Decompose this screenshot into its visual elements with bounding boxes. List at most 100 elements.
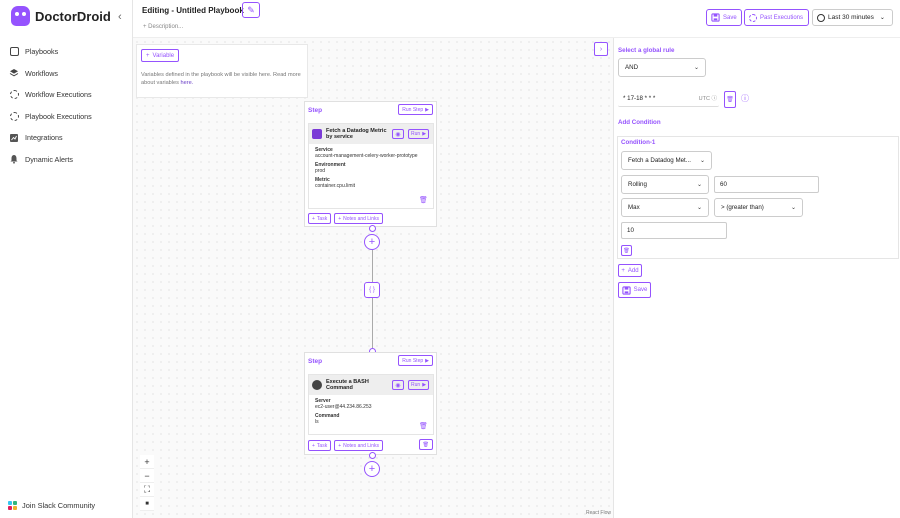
- task-title: Execute a BASH Command: [326, 378, 369, 392]
- save-button[interactable]: Save: [706, 9, 742, 26]
- notes-links-button[interactable]: +Notes and Links: [334, 440, 383, 451]
- variables-help-link[interactable]: here.: [180, 80, 194, 86]
- zoom-controls: + − ⛶ ■: [140, 455, 154, 511]
- condition-node[interactable]: { }: [364, 282, 380, 298]
- run-step-label: Run Step: [402, 106, 424, 113]
- step-footer: +Task +Notes and Links: [308, 213, 383, 224]
- sidebar-item-integrations[interactable]: Integrations: [0, 127, 133, 149]
- zoom-in-button[interactable]: +: [140, 455, 154, 469]
- layers-icon: [9, 68, 19, 78]
- step-node[interactable]: Step Run Step ▶ Fetch a Datadog Metric b…: [304, 101, 437, 227]
- delete-step-button[interactable]: 🗑: [418, 439, 433, 450]
- condition-title: Condition-1: [621, 139, 656, 146]
- fit-view-button[interactable]: ⛶: [140, 483, 154, 497]
- sidebar-item-playbook-executions[interactable]: Playbook Executions: [0, 106, 133, 128]
- edge: [372, 298, 373, 348]
- add-variable-button[interactable]: + Variable: [141, 49, 180, 62]
- logo-text: DoctorDroid: [35, 8, 111, 24]
- function-select[interactable]: Max ⌄: [621, 198, 709, 217]
- threshold-input[interactable]: 10: [621, 222, 727, 239]
- cron-value: * 17-18 * * *: [623, 94, 656, 102]
- cron-input[interactable]: * 17-18 * * * UTC ⓘ: [618, 90, 719, 107]
- add-task-button[interactable]: +Task: [308, 213, 332, 224]
- join-slack-link[interactable]: Join Slack Community: [8, 501, 95, 510]
- logo[interactable]: DoctorDroid: [11, 6, 111, 26]
- connector-handle[interactable]: [369, 225, 376, 232]
- sidebar-item-label: Workflow Executions: [25, 90, 92, 100]
- variables-help: Variables defined in the playbook will b…: [141, 71, 307, 87]
- lock-button[interactable]: ■: [140, 497, 154, 511]
- field-key: Command: [315, 413, 340, 419]
- edit-title-button[interactable]: ✎: [242, 2, 260, 18]
- run-step-button[interactable]: Run Step ▶: [398, 355, 433, 366]
- delete-condition-button[interactable]: 🗑: [621, 245, 632, 256]
- task-select[interactable]: Fetch a Datadog Met... ⌄: [621, 151, 712, 170]
- playbooks-icon: [9, 47, 19, 57]
- time-range-select[interactable]: Last 30 minutes ⌄: [812, 9, 893, 26]
- save-rule-button[interactable]: Save: [618, 282, 651, 298]
- add-step-button[interactable]: +: [364, 234, 380, 250]
- add-task-button[interactable]: +Task: [308, 440, 332, 451]
- task-fields: Server ec2-user@44.234.86.253 Command ls: [309, 398, 433, 425]
- collapse-sidebar-icon[interactable]: ‹: [118, 11, 122, 23]
- trash-icon: 🗑: [623, 247, 630, 254]
- task-card-header: Fetch a Datadog Metric by service ◉ Run …: [309, 124, 433, 144]
- field-value: ec2-user@44.234.86.253: [315, 404, 372, 410]
- step-label: Step: [308, 358, 323, 365]
- chevron-down-icon: ⌄: [693, 65, 699, 71]
- pencil-icon: ✎: [247, 4, 255, 15]
- execution-icon: [9, 111, 19, 121]
- flow-canvas[interactable]: + Variable Variables defined in the play…: [133, 38, 613, 518]
- sidebar-item-workflow-executions[interactable]: Workflow Executions: [0, 84, 133, 106]
- lock-icon: ■: [145, 500, 149, 507]
- delete-cron-button[interactable]: 🗑: [724, 91, 736, 108]
- run-task-button[interactable]: Run ▶: [408, 380, 430, 390]
- integrations-icon: [9, 133, 19, 143]
- operator-select[interactable]: > (greater than) ⌄: [714, 198, 803, 217]
- add-condition-button[interactable]: + Add: [618, 264, 642, 277]
- field-key: Server: [315, 398, 331, 404]
- react-flow-attribution[interactable]: React Flow: [585, 510, 611, 516]
- sidebar-item-playbooks[interactable]: Playbooks: [0, 41, 133, 63]
- task-card[interactable]: Execute a BASH Command ◉ Run ▶ Server ec…: [308, 374, 434, 435]
- execution-icon: [9, 90, 19, 100]
- step-node[interactable]: Step Run Step ▶ Execute a BASH Command ◉…: [304, 352, 437, 455]
- task-button-label: Task: [316, 215, 328, 222]
- sidebar-nav: Playbooks Workflows Workflow Executions …: [0, 41, 133, 170]
- step-footer: +Task +Notes and Links: [308, 440, 383, 451]
- window-type-select[interactable]: Rolling ⌄: [621, 175, 709, 194]
- window-type-value: Rolling: [628, 181, 647, 188]
- doctordroid-logo-icon: [11, 6, 30, 26]
- eye-icon[interactable]: ◉: [392, 129, 404, 139]
- sidebar-item-label: Playbooks: [25, 47, 59, 57]
- zoom-out-button[interactable]: −: [140, 469, 154, 483]
- page-title: Editing - Untitled Playbook: [142, 6, 244, 15]
- field-key: Service: [315, 147, 333, 153]
- task-card[interactable]: Fetch a Datadog Metric by service ◉ Run …: [308, 123, 434, 209]
- run-task-button[interactable]: Run ▶: [408, 129, 430, 139]
- description-input[interactable]: + Description...: [143, 24, 184, 30]
- expand-panel-button[interactable]: ›: [594, 42, 608, 56]
- eye-icon[interactable]: ◉: [392, 380, 404, 390]
- add-condition-link[interactable]: Add Condition: [618, 119, 661, 126]
- past-executions-button[interactable]: Past Executions: [744, 9, 809, 26]
- run-step-button[interactable]: Run Step ▶: [398, 104, 433, 115]
- connector-handle[interactable]: [369, 452, 376, 459]
- play-icon: ▶: [425, 106, 429, 113]
- task-card-header: Execute a BASH Command ◉ Run ▶: [309, 375, 433, 395]
- trash-icon[interactable]: 🗑: [419, 423, 428, 430]
- field-value: account-management-celery-worker-prototy…: [315, 153, 418, 159]
- sidebar-item-workflows[interactable]: Workflows: [0, 63, 133, 85]
- sidebar-item-dynamic-alerts[interactable]: Dynamic Alerts: [0, 149, 133, 171]
- info-icon[interactable]: ⓘ: [741, 94, 749, 103]
- field-key: Metric: [315, 177, 330, 183]
- clock-icon: [817, 13, 825, 22]
- save-label: Save: [633, 287, 648, 293]
- notes-links-button[interactable]: +Notes and Links: [334, 213, 383, 224]
- window-value-input[interactable]: 60: [714, 176, 819, 193]
- notes-button-label: Notes and Links: [343, 442, 379, 449]
- add-step-button[interactable]: +: [364, 461, 380, 477]
- global-rule-select[interactable]: AND ⌄: [618, 58, 706, 77]
- function-value: Max: [628, 204, 640, 211]
- trash-icon[interactable]: 🗑: [419, 197, 428, 204]
